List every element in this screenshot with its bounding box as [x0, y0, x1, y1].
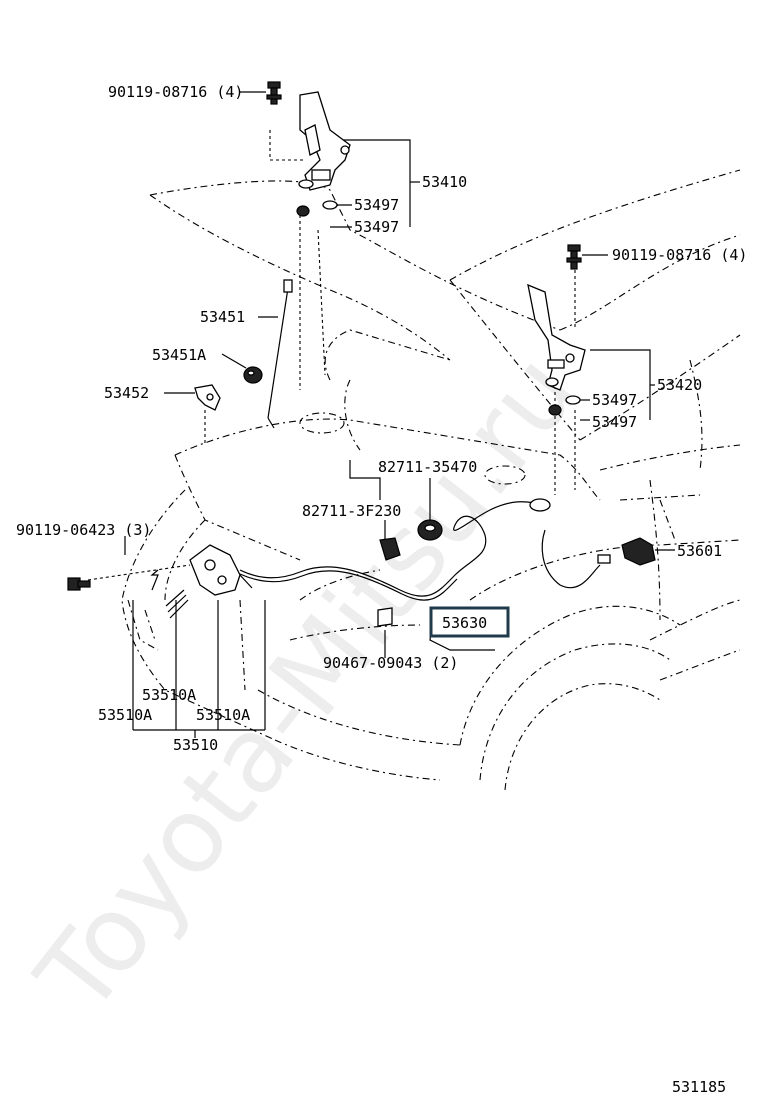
label-hinge-left[interactable]: 53410 [422, 173, 467, 191]
label-release-lever[interactable]: 53601 [677, 542, 722, 560]
label-clip[interactable]: 90467-09043 (2) [323, 654, 458, 672]
label-lock-sub-2[interactable]: 53510A [98, 706, 152, 724]
label-support-rod-grommet[interactable]: 53451A [152, 346, 206, 364]
rod-holder-icon [194, 384, 221, 411]
label-bolt-lock[interactable]: 90119-06423 (3) [16, 521, 151, 539]
highlight-box [429, 606, 510, 638]
release-lever-icon [597, 537, 656, 566]
part-labels: 90119-08716 (4) 53410 53497 53497 90119-… [16, 83, 747, 754]
label-hinge-right[interactable]: 53420 [657, 376, 702, 394]
cushion-icon [565, 395, 581, 405]
label-cushion-2[interactable]: 53497 [354, 218, 399, 236]
car-body-outline [121, 169, 741, 791]
cable-clamp-icon [417, 519, 443, 541]
clip-icon [377, 607, 393, 627]
label-cushion-1[interactable]: 53497 [354, 196, 399, 214]
leader-lines [87, 130, 675, 738]
watermark: Toyota-Mitsu.ru [13, 331, 601, 1036]
label-bolt-hood-hinge-right[interactable]: 90119-08716 (4) [612, 246, 747, 264]
label-support-rod[interactable]: 53451 [200, 308, 245, 326]
hood-lock [189, 544, 253, 596]
label-release-cable[interactable]: 53630 [442, 614, 487, 632]
cable-end-icon [529, 498, 551, 512]
label-lock-assy[interactable]: 53510 [173, 736, 218, 754]
hood-support-rod [267, 279, 293, 429]
spring-icon [150, 569, 189, 619]
label-bolt-hood-hinge-left[interactable]: 90119-08716 (4) [108, 83, 243, 101]
cable-clamp-icon [379, 537, 401, 561]
grommet-icon [243, 366, 263, 384]
hood-hinge-right [527, 283, 586, 391]
label-cable-clamp-2[interactable]: 82711-3F230 [302, 502, 401, 520]
cushion-icon [322, 200, 338, 210]
bolt-icon [266, 81, 282, 105]
figure-number: 531185 [672, 1078, 726, 1096]
label-lock-sub-1[interactable]: 53510A [142, 686, 196, 704]
bolt-icon [566, 244, 582, 270]
release-cable-route [239, 501, 601, 601]
cushion-icon [296, 205, 310, 217]
label-rod-holder[interactable]: 53452 [104, 384, 149, 402]
hood-hinge-left [299, 91, 351, 191]
label-cable-clamp-1[interactable]: 82711-35470 [378, 458, 477, 476]
cushion-icon [548, 404, 562, 416]
cushion-icon [545, 377, 559, 387]
cushion-icon [298, 179, 314, 189]
label-cushion-3[interactable]: 53497 [592, 391, 637, 409]
label-lock-sub-3[interactable]: 53510A [196, 706, 250, 724]
bolt-icon [67, 577, 91, 591]
label-cushion-4[interactable]: 53497 [592, 413, 637, 431]
